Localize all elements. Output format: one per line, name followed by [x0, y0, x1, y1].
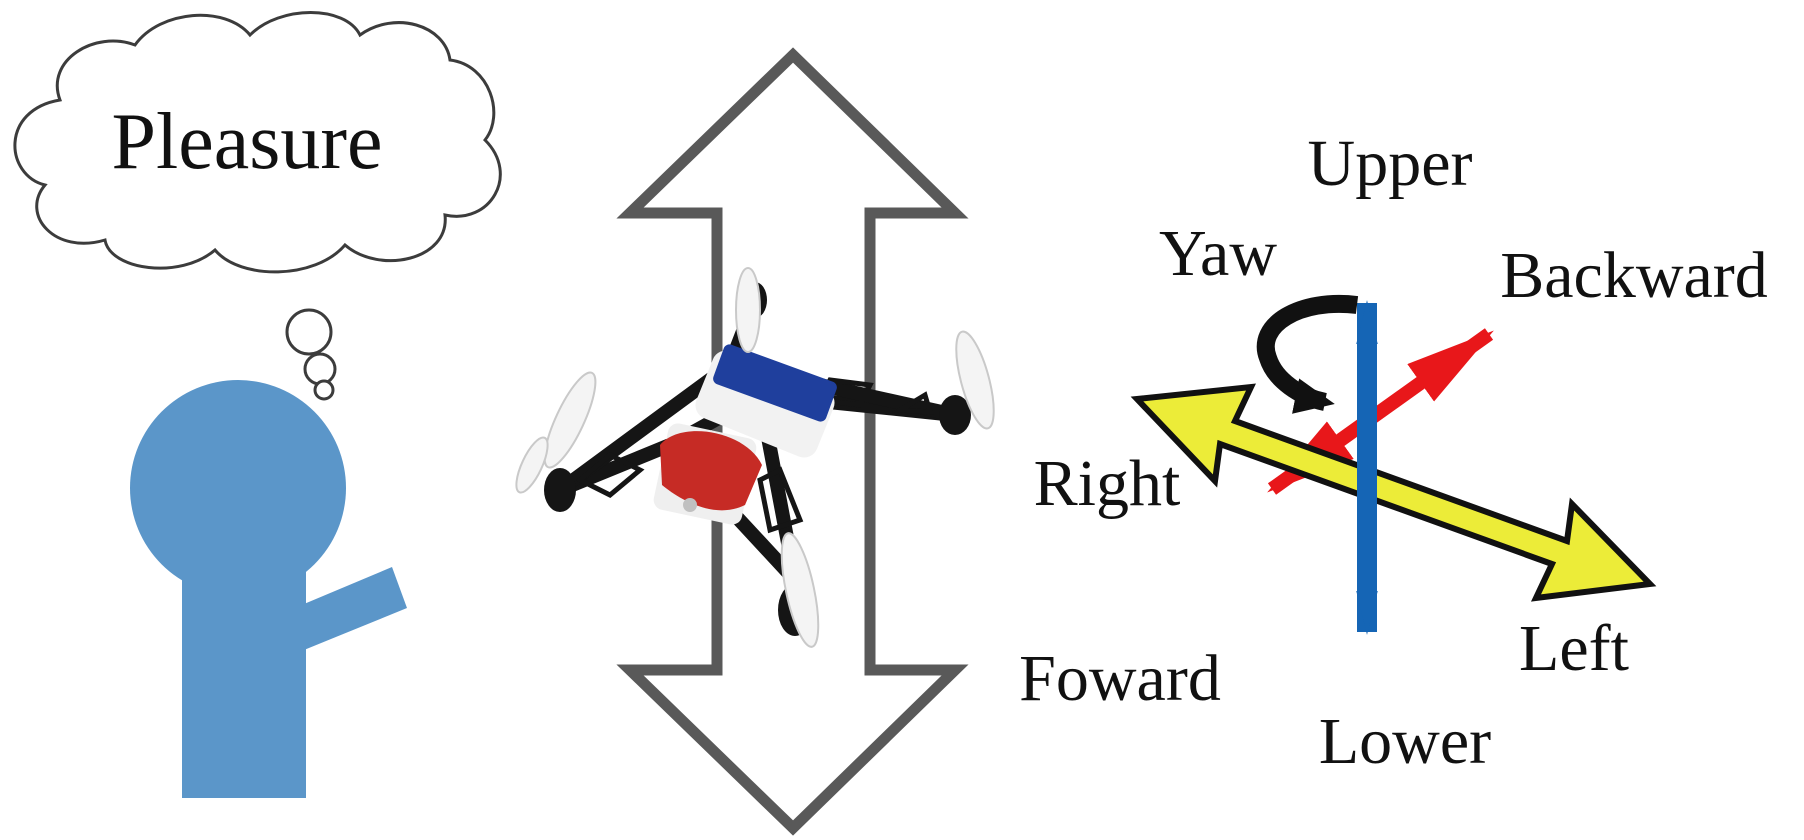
thought-text: Pleasure — [111, 98, 382, 186]
backward-label: Backward — [1500, 239, 1768, 312]
thought-bubble-icon: Pleasure — [13, 11, 502, 401]
right-label: Right — [1034, 447, 1181, 520]
lower-label: Lower — [1319, 705, 1491, 778]
yaw-label: Yaw — [1159, 217, 1277, 290]
left-label: Left — [1519, 612, 1629, 685]
upper-label: Upper — [1308, 127, 1473, 200]
forward-label: Foward — [1019, 642, 1221, 715]
rotation-arrow-icon — [1256, 294, 1359, 414]
left-right-arrow — [1130, 383, 1657, 602]
person-icon — [130, 380, 407, 798]
axes-symbol: Upper Lower Yaw Backward Foward Right Le… — [1019, 127, 1768, 778]
up-down-arrow-icon — [616, 47, 969, 836]
drone-icon — [515, 267, 995, 648]
